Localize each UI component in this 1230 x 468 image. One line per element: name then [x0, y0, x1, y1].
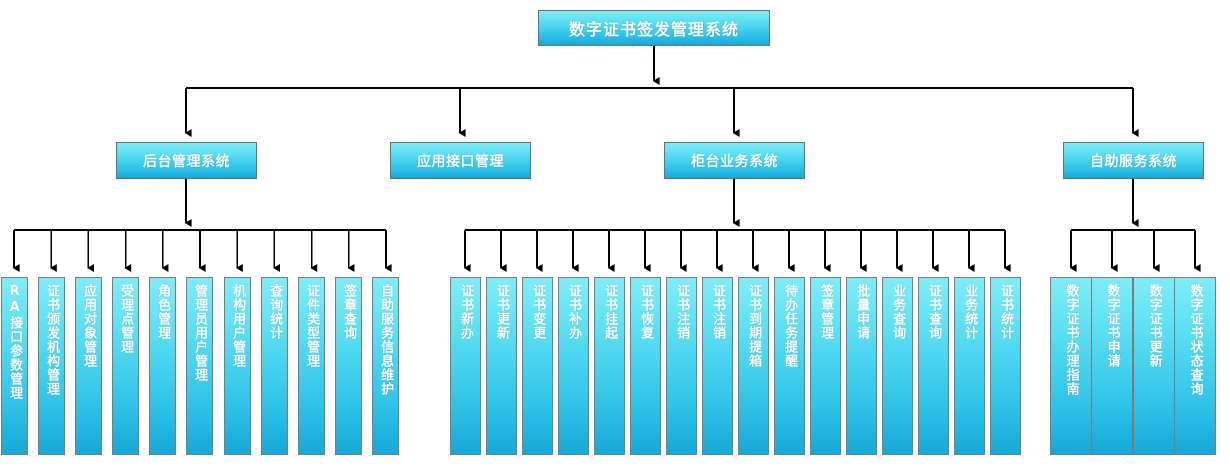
leaf-node[interactable]: 数字证书办理指南	[1050, 277, 1092, 455]
node-label: 后台管理系统	[143, 153, 230, 170]
leaf-node[interactable]: 角色管理	[149, 277, 176, 455]
leaf-label: 批量申请	[854, 284, 870, 340]
leaf-label: 证书到期提箱	[746, 284, 762, 368]
leaf-node[interactable]: 证书查询	[918, 277, 949, 455]
leaf-node[interactable]: 证书注销	[702, 277, 733, 455]
leaf-label: 证书新办	[458, 284, 474, 340]
leaf-label: 证书变更	[530, 284, 546, 340]
leaf-node[interactable]: 证书到期提箱	[738, 277, 769, 455]
node-label: 自助服务系统	[1090, 153, 1177, 170]
leaf-label: 证书注销	[710, 284, 726, 340]
leaf-label: 证书统计	[998, 284, 1014, 340]
leaf-label: 角色管理	[155, 284, 171, 340]
leaf-node[interactable]: 证书变更	[522, 277, 553, 455]
node-api-management[interactable]: 应用接口管理	[390, 142, 531, 179]
leaf-label: 证书恢复	[638, 284, 654, 340]
node-root[interactable]: 数字证书签发管理系统	[538, 10, 770, 46]
leaf-label: 查询统计	[267, 284, 283, 340]
leaf-node[interactable]: RA接口参数管理	[1, 277, 28, 455]
leaf-node[interactable]: 证书恢复	[630, 277, 661, 455]
leaf-node[interactable]: 签章查询	[335, 277, 362, 455]
leaf-label: RA接口参数管理	[7, 284, 23, 400]
leaf-node[interactable]: 管理员用户管理	[186, 277, 213, 455]
leaf-node[interactable]: 证书新办	[450, 277, 481, 455]
leaf-label: 证书查询	[926, 284, 942, 340]
leaf-node[interactable]: 证书注销	[666, 277, 697, 455]
leaf-label: 签章查询	[341, 284, 357, 340]
leaf-label: 应用对象管理	[81, 284, 97, 368]
leaf-node[interactable]: 证件类型管理	[298, 277, 325, 455]
leaf-node[interactable]: 证书补办	[558, 277, 589, 455]
node-counter-system[interactable]: 柜台业务系统	[664, 142, 805, 179]
leaf-label: 自助服务信息维护	[378, 284, 394, 396]
leaf-label: 待办任务提醒	[782, 284, 798, 368]
leaf-node[interactable]: 自助服务信息维护	[372, 277, 399, 455]
leaf-label: 证书补办	[566, 284, 582, 340]
leaf-label: 证书注销	[674, 284, 690, 340]
leaf-node[interactable]: 数字证书申请	[1091, 277, 1133, 455]
leaf-node[interactable]: 应用对象管理	[75, 277, 102, 455]
leaf-label: 数字证书办理指南	[1063, 284, 1079, 396]
node-label: 柜台业务系统	[691, 153, 778, 170]
leaf-label: 数字证书申请	[1104, 284, 1120, 368]
leaf-node[interactable]: 证书颁发机构管理	[38, 277, 65, 455]
leaf-node[interactable]: 待办任务提醒	[774, 277, 805, 455]
leaf-node[interactable]: 证书统计	[990, 277, 1021, 455]
leaf-node[interactable]: 数字证书更新	[1133, 277, 1175, 455]
leaf-label: 业务查询	[890, 284, 906, 340]
leaf-node[interactable]: 证书更新	[486, 277, 517, 455]
leaf-label: 数字证书状态查询	[1187, 284, 1203, 396]
leaf-label: 签章管理	[818, 284, 834, 340]
leaf-label: 管理员用户管理	[192, 284, 208, 382]
node-label: 应用接口管理	[417, 153, 504, 170]
leaf-node[interactable]: 机构用户管理	[224, 277, 251, 455]
leaf-label: 证书更新	[494, 284, 510, 340]
leaf-label: 数字证书更新	[1146, 284, 1162, 368]
leaf-node[interactable]: 数字证书状态查询	[1174, 277, 1216, 455]
node-selfservice-system[interactable]: 自助服务系统	[1063, 142, 1204, 179]
node-backend-system[interactable]: 后台管理系统	[116, 142, 257, 179]
leaf-node[interactable]: 签章管理	[810, 277, 841, 455]
leaf-label: 业务统计	[962, 284, 978, 340]
leaf-label: 证件类型管理	[304, 284, 320, 368]
leaf-label: 证书挂起	[602, 284, 618, 340]
leaf-label: 受理点管理	[118, 284, 134, 354]
leaf-node[interactable]: 受理点管理	[112, 277, 139, 455]
node-root-label: 数字证书签发管理系统	[568, 20, 739, 39]
leaf-node[interactable]: 批量申请	[846, 277, 877, 455]
leaf-label: 证书颁发机构管理	[44, 284, 60, 396]
leaf-node[interactable]: 业务统计	[954, 277, 985, 455]
leaf-node[interactable]: 业务查询	[882, 277, 913, 455]
leaf-node[interactable]: 证书挂起	[594, 277, 625, 455]
leaf-label: 机构用户管理	[230, 284, 246, 368]
leaf-node[interactable]: 查询统计	[261, 277, 288, 455]
